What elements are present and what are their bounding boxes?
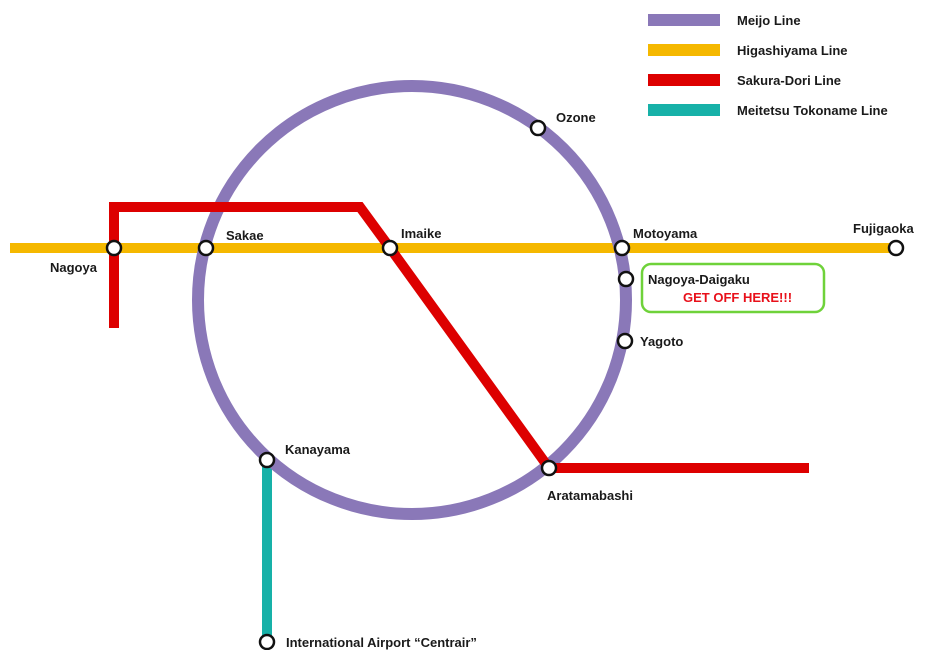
label-motoyama: Motoyama bbox=[633, 226, 698, 241]
label-yagoto: Yagoto bbox=[640, 334, 683, 349]
legend-swatch-sakura-dori bbox=[648, 74, 720, 86]
label-aratamabashi: Aratamabashi bbox=[547, 488, 633, 503]
legend-label-meitetsu: Meitetsu Tokoname Line bbox=[737, 103, 888, 118]
station-motoyama[interactable] bbox=[613, 239, 631, 257]
station-imaike[interactable] bbox=[381, 239, 399, 257]
callout-border bbox=[640, 262, 826, 314]
legend-swatch-meijo bbox=[648, 14, 720, 26]
station-aratamabashi[interactable] bbox=[540, 459, 558, 477]
station-airport[interactable] bbox=[258, 633, 276, 650]
station-nagoya-daigaku[interactable] bbox=[617, 270, 635, 288]
legend-swatch-meitetsu bbox=[648, 104, 720, 116]
station-fujigaoka[interactable] bbox=[887, 239, 905, 257]
station-ozone[interactable] bbox=[529, 119, 547, 137]
station-yagoto[interactable] bbox=[616, 332, 634, 350]
destination-callout: Nagoya-Daigaku GET OFF HERE!!! bbox=[640, 262, 826, 314]
legend-label-meijo: Meijo Line bbox=[737, 13, 801, 28]
label-ozone: Ozone bbox=[556, 110, 596, 125]
station-kanayama[interactable] bbox=[258, 451, 276, 469]
label-imaike: Imaike bbox=[401, 226, 441, 241]
legend-swatch-higashiyama bbox=[648, 44, 720, 56]
legend-label-sakura-dori: Sakura-Dori Line bbox=[737, 73, 841, 88]
label-fujigaoka: Fujigaoka bbox=[853, 221, 914, 236]
label-nagoya: Nagoya bbox=[50, 260, 98, 275]
label-kanayama: Kanayama bbox=[285, 442, 351, 457]
meijo-line bbox=[192, 80, 632, 520]
callout-alert-text: GET OFF HERE!!! bbox=[683, 290, 792, 305]
station-nagoya[interactable] bbox=[105, 239, 123, 257]
station-sakae[interactable] bbox=[197, 239, 215, 257]
legend-label-higashiyama: Higashiyama Line bbox=[737, 43, 848, 58]
label-nagoya-daigaku: Nagoya-Daigaku bbox=[648, 272, 750, 287]
label-airport: International Airport “Centrair” bbox=[286, 635, 477, 650]
stations bbox=[105, 119, 905, 650]
sakura-dori-line bbox=[109, 202, 809, 473]
label-sakae: Sakae bbox=[226, 228, 264, 243]
legend: Meijo Line Higashiyama Line Sakura-Dori … bbox=[648, 13, 888, 118]
